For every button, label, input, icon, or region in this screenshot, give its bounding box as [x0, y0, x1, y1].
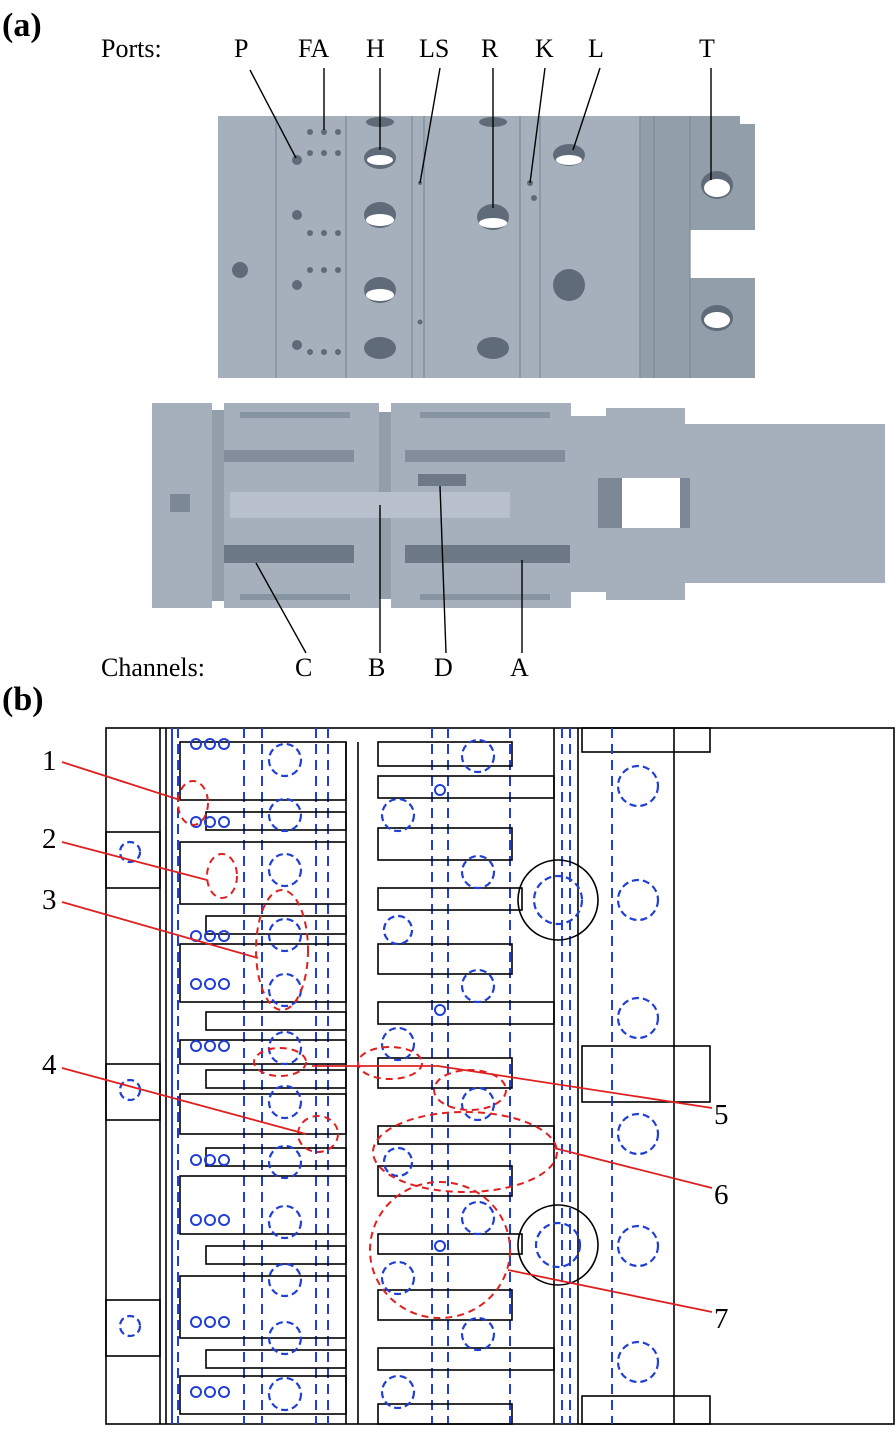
port-label-p: P: [234, 34, 248, 63]
callout-6: 6: [714, 1179, 729, 1211]
channel-label-a: A: [510, 653, 529, 682]
channel-label-b: B: [368, 653, 385, 682]
callout-7: 7: [714, 1303, 729, 1335]
port-label-h: H: [366, 34, 385, 63]
panel-a-label: (a): [2, 7, 42, 44]
valve-sleeve-render: [218, 67, 756, 378]
valve-spool-render: [152, 403, 885, 654]
channels-label: Channels:: [101, 653, 205, 682]
callout-4: 4: [42, 1049, 57, 1081]
callout-3: 3: [42, 884, 57, 916]
port-label-r: R: [481, 34, 499, 63]
port-label-fa: FA: [298, 34, 330, 63]
section-drawing: [61, 727, 895, 1425]
channel-label-c: C: [295, 653, 312, 682]
port-label-k: K: [535, 34, 554, 63]
callout-regions: [177, 780, 558, 1319]
ports-label: Ports:: [101, 34, 162, 63]
channel-label-d: D: [434, 653, 453, 682]
panel-b-label: (b): [2, 681, 44, 718]
port-label-ls: LS: [419, 34, 449, 63]
port-label-l: L: [588, 34, 604, 63]
callout-leaders: [61, 761, 713, 1313]
callout-2: 2: [42, 823, 57, 855]
port-label-t: T: [699, 34, 715, 63]
callout-1: 1: [42, 745, 57, 777]
callout-5: 5: [714, 1099, 729, 1131]
